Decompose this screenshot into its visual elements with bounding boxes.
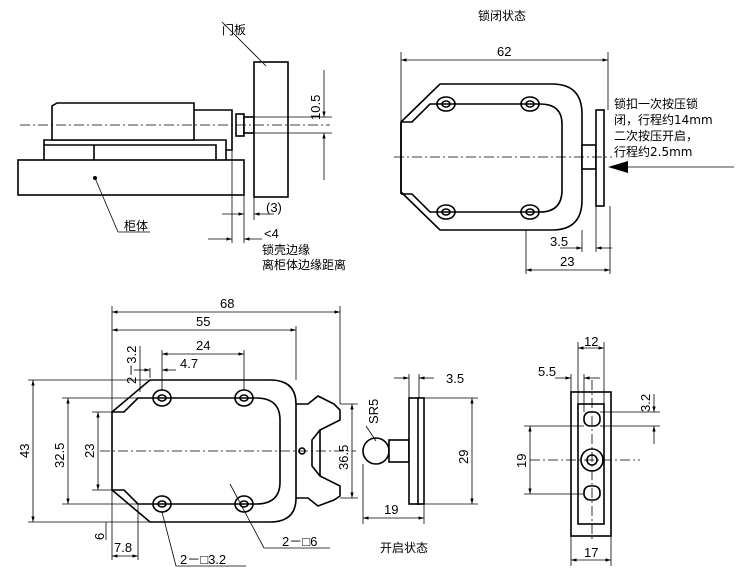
dim-62: 62 [497, 44, 511, 59]
dim-7-8: 7.8 [114, 540, 132, 555]
lock-note-line4: 行程约2.5mm [614, 144, 692, 159]
lock-note-line1: 锁扣一次按压锁 [614, 96, 698, 111]
dim-32-5: 32.5 [52, 443, 67, 468]
locked-view: 锁闭状态 62 锁扣一次按压锁 闭，行程约14mm 二次按压开启， 行程约2.5… [394, 8, 734, 274]
open-view-title: 开启状态 [380, 541, 428, 555]
dim-3-2: 3.2 [638, 394, 653, 412]
dim-6: 6 [92, 533, 107, 540]
dim-12: 12 [584, 334, 598, 349]
dim-sr5: SR5 [366, 399, 381, 424]
latch-claw-shape [296, 395, 341, 507]
lock-base-shape [43, 139, 227, 160]
dim-19-open: 19 [384, 502, 398, 517]
dim-10-5: 10.5 [308, 95, 323, 120]
lock-note-line2: 闭，行程约14mm [614, 112, 713, 127]
edge-distance-note-line2: 离柜体边缘距离 [262, 257, 346, 272]
end-view: 12 5.5 3.2 19 17 [514, 334, 660, 566]
dim-5-5: 5.5 [538, 364, 556, 379]
dim-24: 24 [196, 338, 210, 353]
edge-distance-note-line1: 锁壳边缘 [262, 242, 310, 257]
dim-17: 17 [584, 545, 598, 560]
cabinet-body-label: 柜体 [124, 219, 148, 233]
dim-23-locked: 23 [560, 254, 574, 269]
dim-2-sq-3-2: 2－□3.2 [180, 552, 226, 567]
cabinet-body-shape [17, 159, 245, 196]
dim-43: 43 [17, 444, 32, 458]
dim-29: 29 [456, 450, 471, 464]
dim-2-3-2: 2－3.2 [124, 346, 139, 384]
dim-3-5-locked: 3.5 [550, 234, 568, 249]
dim-4-7: 4.7 [180, 356, 198, 371]
side-view: 门板 10.5 (3) <4 锁壳边缘 离柜体边缘距离 柜体 [17, 21, 346, 272]
locked-view-title: 锁闭状态 [478, 8, 526, 23]
lock-note-line3: 二次按压开启， [614, 129, 698, 143]
open-view: 开启状态 68 55 24 4.7 [17, 296, 478, 567]
dim-19-end: 19 [514, 454, 529, 468]
dim-36-5: 36.5 [336, 445, 351, 470]
lock-housing-shape [51, 102, 195, 141]
dim-2-sq-6: 2－□6 [282, 534, 317, 549]
dim-lt-4: <4 [264, 226, 279, 241]
door-panel-label: 门板 [222, 22, 246, 37]
dim-68: 68 [220, 296, 234, 311]
dim-23-open: 23 [82, 444, 97, 458]
door-panel-shape [253, 61, 289, 198]
dim-55: 55 [196, 314, 210, 329]
dim-3-5-open: 3.5 [446, 371, 464, 386]
dim-3: (3) [266, 200, 282, 215]
